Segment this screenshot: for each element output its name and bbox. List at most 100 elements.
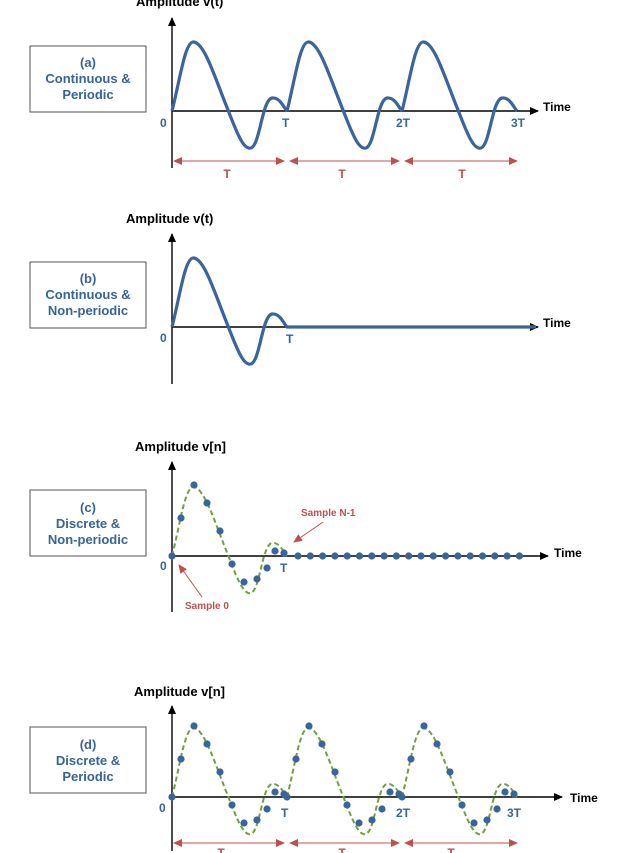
box-line-1: (a)	[80, 55, 96, 70]
sample-point	[263, 564, 271, 572]
y-axis-label: Amplitude v(t)	[136, 0, 223, 9]
sample-point	[386, 788, 394, 796]
box-line-2: Discrete &	[56, 753, 120, 768]
sample-point	[203, 740, 211, 748]
sample-point	[470, 819, 478, 827]
sample-point	[294, 552, 302, 560]
sample-point	[503, 552, 511, 560]
sample-point	[228, 801, 236, 809]
sample-point	[240, 819, 248, 827]
label-box	[29, 726, 147, 794]
sample-point	[305, 722, 313, 730]
tick-3T: 3T	[511, 116, 526, 130]
sample-point	[168, 552, 176, 560]
sample-point	[177, 755, 185, 763]
origin-label: 0	[160, 331, 167, 345]
sample-point	[493, 805, 501, 813]
period-label: T	[458, 167, 466, 181]
sample-point	[355, 552, 364, 560]
sample-point	[378, 805, 386, 813]
panel-b: Amplitude v(t) Time (b) Continuous & Non…	[29, 211, 571, 384]
sample-point	[271, 547, 279, 555]
tick-2T: 2T	[396, 806, 411, 820]
sample-point	[478, 552, 487, 560]
nonperiodic-wave	[170, 256, 536, 366]
tick-2T: 2T	[396, 116, 411, 130]
sample-point	[483, 816, 491, 824]
sample-point	[177, 514, 185, 522]
x-axis-label: Time	[543, 100, 571, 114]
sample-point	[253, 816, 261, 824]
origin-label: 0	[160, 116, 167, 130]
sample-point	[417, 552, 425, 560]
box-line-1: (b)	[80, 271, 97, 286]
sample-point	[292, 755, 300, 763]
sample-point	[368, 816, 376, 824]
sample-point	[442, 552, 450, 560]
x-axis-label: Time	[570, 791, 598, 805]
sample-point	[319, 552, 327, 560]
sample-point	[368, 552, 376, 560]
box-line-2: Discrete &	[56, 516, 120, 531]
tick-T: T	[281, 806, 289, 820]
sample-points	[168, 481, 524, 586]
origin-label: 0	[160, 559, 167, 573]
sample-point	[407, 755, 415, 763]
origin-label: 0	[159, 801, 166, 815]
period-label: T	[338, 846, 346, 853]
sample-point	[355, 819, 363, 827]
dashed-envelope	[171, 486, 288, 595]
box-line-3: Non-periodic	[48, 532, 128, 547]
period-label: T	[338, 167, 346, 181]
sample-point	[216, 527, 224, 535]
sample-point	[491, 552, 499, 560]
sample-point	[510, 790, 518, 798]
label-box	[29, 261, 147, 329]
box-line-1: (d)	[80, 737, 97, 752]
period-label: T	[447, 846, 455, 853]
sample-point	[190, 722, 198, 730]
sample-point	[331, 552, 339, 560]
sample-point	[216, 768, 224, 776]
box-line-3: Periodic	[62, 769, 113, 784]
box-line-1: (c)	[80, 500, 96, 515]
sample-point	[263, 805, 271, 813]
sample-point	[433, 740, 441, 748]
sample-point	[331, 768, 339, 776]
box-line-2: Continuous &	[45, 287, 130, 302]
sample-point	[429, 552, 437, 560]
tick-T: T	[282, 116, 290, 130]
sample-point	[271, 788, 279, 796]
annotation-sample-0: Sample 0	[185, 601, 229, 612]
panel-c: Amplitude v[n] Time (c) Discrete & Non-p…	[29, 439, 582, 612]
sample-point	[318, 740, 326, 748]
period-label: T	[217, 846, 225, 853]
sample-points	[168, 722, 518, 827]
sample-point	[168, 793, 176, 801]
x-axis-label: Time	[554, 546, 582, 560]
sample-point	[280, 549, 288, 557]
sample-point	[446, 768, 454, 776]
sample-point	[458, 801, 466, 809]
box-line-3: Non-periodic	[48, 303, 128, 318]
sample-point	[454, 552, 462, 560]
x-axis-label: Time	[543, 316, 571, 330]
label-box	[29, 489, 147, 557]
y-axis-label: Amplitude v(t)	[126, 211, 213, 226]
sample-point	[501, 788, 509, 796]
sample-point	[253, 575, 261, 583]
tick-T: T	[286, 332, 294, 346]
sample-point	[228, 560, 236, 568]
box-line-2: Continuous &	[45, 71, 130, 86]
dashed-envelope	[171, 727, 518, 836]
sample-point	[405, 552, 413, 560]
sample-point	[380, 552, 388, 560]
sample-point	[466, 552, 474, 560]
period-label: T	[223, 167, 231, 181]
sample-point	[392, 552, 400, 560]
sample-point	[398, 793, 406, 801]
annotation-arrow	[178, 564, 203, 598]
annotation-arrow	[293, 521, 324, 543]
panel-a: Amplitude v(t) Time (a) Continuous & Per…	[29, 0, 571, 181]
